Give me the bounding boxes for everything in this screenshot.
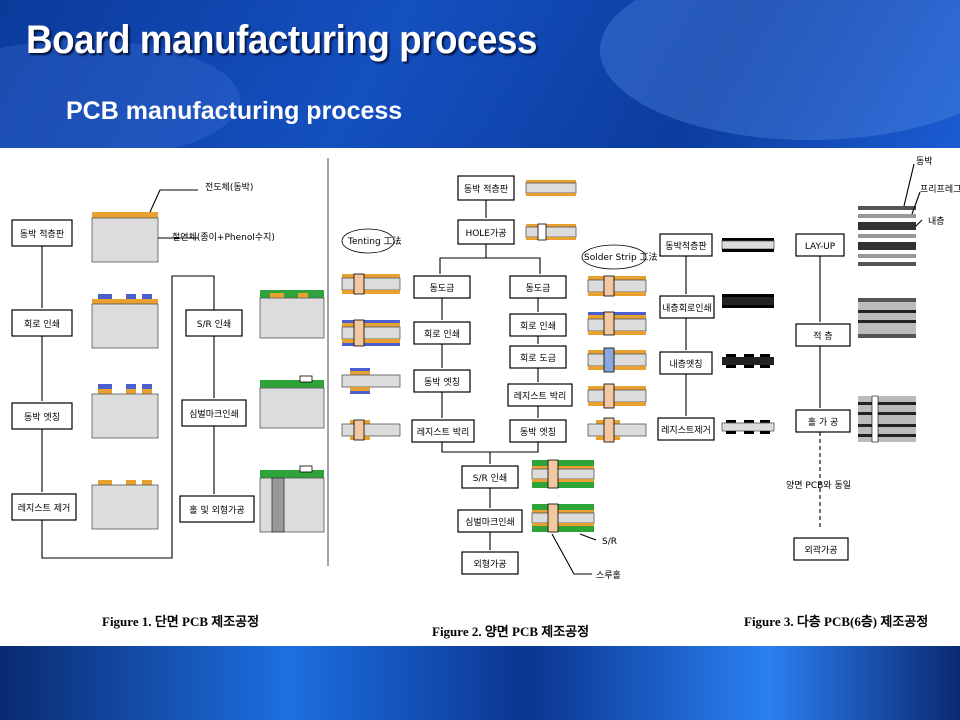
fig3-left-step-1: 동박적층판 <box>659 233 713 257</box>
fig2-sr-label: S/R <box>602 537 617 547</box>
fig2-right-step-3: 회로 도금 <box>509 345 567 369</box>
fig2-left-step-3-label: 동박 엣칭 <box>424 377 460 388</box>
fig2-bottom-sections <box>531 459 595 533</box>
slide-subtitle: PCB manufacturing process <box>66 97 403 125</box>
fig3-caption: Figure 3. 다층 PCB(6층) 제조공정 <box>744 614 928 629</box>
fig1-copper-label: 전도체(동박) <box>205 182 253 193</box>
fig2-bottom-step-3-label: 외형가공 <box>473 558 506 570</box>
fig3-left-step-2: 내층회로인쇄 <box>659 295 715 319</box>
fig1-section-2 <box>91 294 159 349</box>
fig3-right-step-1: LAY-UP <box>795 233 845 257</box>
fig1-step-5: S/R 인쇄 <box>185 309 243 337</box>
fig3-layer-label-inner: 내층 <box>928 216 945 227</box>
fig1-step-3-label: 동박 엣칭 <box>24 412 60 423</box>
fig3-left-step-2-label: 내층회로인쇄 <box>662 303 712 314</box>
fig1-step-6-label: 심벌마크인쇄 <box>189 409 239 420</box>
fig2-bottom-step-1-label: S/R 인쇄 <box>473 473 507 484</box>
fig1-step-2-label: 회로 인쇄 <box>24 319 60 330</box>
fig1-step-2: 회로 인쇄 <box>11 309 73 337</box>
fig3-final-step-label: 외곽가공 <box>804 544 837 556</box>
fig2-left-step-1: 동도금 <box>413 275 471 299</box>
fig2-left-sections <box>341 273 401 441</box>
fig2-right-step-5: 동박 엣칭 <box>509 419 567 443</box>
fig2-bottom-step-2: 심벌마크인쇄 <box>457 509 523 533</box>
fig2-top-section-1 <box>525 180 577 196</box>
fig2-step-top-1: 동박 적층판 <box>457 175 515 201</box>
process-diagram: 동박 적층판 회로 인쇄 동박 엣칭 레지스트 제거 S/R 인쇄 심벌마크인쇄… <box>11 156 960 639</box>
fig2-right-step-1: 동도금 <box>509 275 567 299</box>
fig1-step-1-label: 동박 적층판 <box>20 228 64 240</box>
fig1-insulator-label: 절연체(종이+Phenol수지) <box>172 231 275 243</box>
fig3-left-step-4: 레지스트제거 <box>657 417 715 441</box>
fig1-step-7: 홀 및 외형가공 <box>179 495 255 523</box>
fig2-right-step-4-label: 레지스트 박리 <box>514 391 567 402</box>
fig2-bottom-step-2-label: 심벌마크인쇄 <box>465 517 515 528</box>
fig1-step-1: 동박 적층판 <box>11 219 73 247</box>
figure1: 동박 적층판 회로 인쇄 동박 엣칭 레지스트 제거 S/R 인쇄 심벌마크인쇄… <box>11 158 329 629</box>
fig2-left-step-1-label: 동도금 <box>430 283 455 294</box>
fig3-layer-stack <box>858 206 916 443</box>
fig1-section-4 <box>91 480 159 530</box>
bottom-decoration <box>0 646 960 720</box>
fig2-right-step-5-label: 동박 엣칭 <box>520 427 556 438</box>
fig1-section-1 <box>91 212 159 263</box>
fig2-step-top-2: HOLE가공 <box>457 219 515 245</box>
fig2-thru-label: 스루홀 <box>596 569 621 581</box>
fig1-step-4-label: 레지스트 제거 <box>18 503 71 514</box>
fig2-right-sections <box>587 275 647 443</box>
fig3-layer-label-prepreg: 프리프레그 <box>920 184 960 195</box>
fig3-left-step-3-label: 내층엣칭 <box>669 359 702 370</box>
fig3-right-step-2: 적 층 <box>795 323 851 347</box>
fig2-left-step-4-label: 레지스트 박리 <box>417 427 470 438</box>
fig1-section-7 <box>259 465 325 533</box>
fig2-tenting-label: Tenting 工法 <box>347 235 402 247</box>
fig1-step-5-label: S/R 인쇄 <box>197 319 231 330</box>
fig3-mid-note: 양면 PCB와 동일 <box>786 479 851 491</box>
fig3-final-step: 외곽가공 <box>793 537 849 561</box>
fig1-section-5 <box>259 290 325 339</box>
fig2-step-top-2-label: HOLE가공 <box>465 228 506 239</box>
fig2-right-step-4: 레지스트 박리 <box>507 383 573 407</box>
fig3-left-step-4-label: 레지스트제거 <box>661 425 711 436</box>
fig2-bottom-step-3: 외형가공 <box>461 551 519 575</box>
fig2-left-step-2: 회로 인쇄 <box>413 321 471 345</box>
fig1-step-7-label: 홀 및 외형가공 <box>189 504 244 516</box>
fig3-right-step-2-label: 적 층 <box>813 330 832 342</box>
fig2-right-step-1-label: 동도금 <box>526 283 551 294</box>
fig3-left-step-1-label: 동박적층판 <box>665 240 706 252</box>
fig3-left-step-3: 내층엣칭 <box>659 351 713 375</box>
fig1-step-6: 심벌마크인쇄 <box>181 399 247 427</box>
fig1-caption: Figure 1. 단면 PCB 제조공정 <box>102 614 259 629</box>
fig3-right-step-3-label: 홀 가 공 <box>808 416 839 428</box>
fig3-right-step-1-label: LAY-UP <box>805 242 836 252</box>
fig3-left-sections <box>721 238 775 434</box>
figure2: 동박 적층판 HOLE가공 Tenting 工法 동도금 회로 인쇄 동박 엣칭… <box>341 175 658 639</box>
fig2-left-step-4: 레지스트 박리 <box>411 419 475 443</box>
fig2-right-step-3-label: 회로 도금 <box>520 353 556 364</box>
fig2-left-step-2-label: 회로 인쇄 <box>424 329 460 340</box>
fig2-solder-label: Solder Strip 工法 <box>584 251 658 263</box>
fig3-right-step-3: 홀 가 공 <box>795 409 851 433</box>
fig3-layer-label-copper: 동박 <box>916 156 933 167</box>
fig1-step-4: 레지스트 제거 <box>11 493 77 521</box>
fig2-top-section-2 <box>525 223 577 241</box>
fig2-caption: Figure 2. 양면 PCB 제조공정 <box>432 624 589 639</box>
fig1-step-3: 동박 엣칭 <box>11 402 73 430</box>
fig2-left-step-3: 동박 엣칭 <box>413 369 471 393</box>
fig2-right-step-2: 회로 인쇄 <box>509 313 567 337</box>
fig2-step-top-1-label: 동박 적층판 <box>464 183 508 195</box>
fig2-bottom-step-1: S/R 인쇄 <box>461 465 519 489</box>
diagram-panel: 동박 적층판 회로 인쇄 동박 엣칭 레지스트 제거 S/R 인쇄 심벌마크인쇄… <box>0 148 960 646</box>
fig1-section-6 <box>259 375 325 429</box>
fig1-section-3 <box>91 384 159 439</box>
fig2-right-step-2-label: 회로 인쇄 <box>520 321 556 332</box>
slide-title: Board manufacturing process <box>26 18 538 62</box>
figure3: 동박적층판 내층회로인쇄 내층엣칭 레지스트제거 LAY-UP 적 층 홀 가 … <box>657 156 960 629</box>
